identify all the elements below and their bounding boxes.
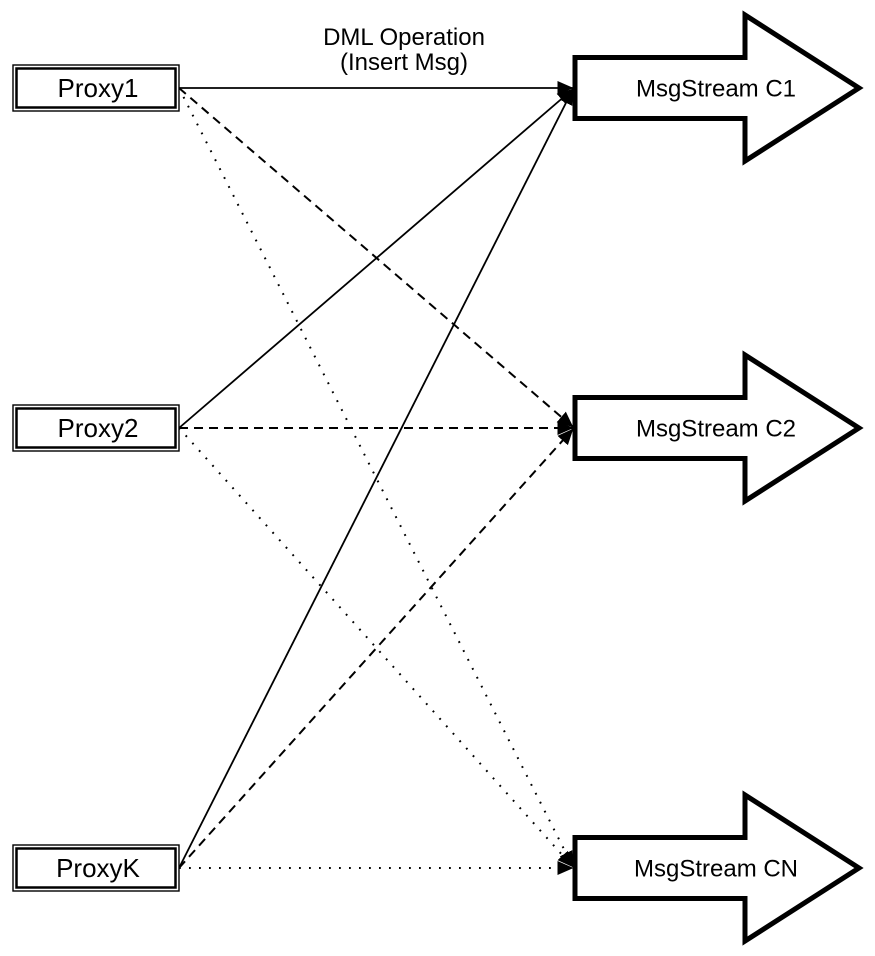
msgstream-c2-arrow-shape [572, 350, 864, 506]
edge-proxyk-to-c1-solid [178, 88, 574, 869]
dml-operation-annotation: DML Operation (Insert Msg) [323, 24, 485, 76]
proxy1-box-inner [15, 67, 177, 109]
edge-proxyk-to-c2-dashed [178, 428, 574, 869]
dml-operation-label-line2: (Insert Msg) [340, 49, 468, 76]
msgstream-cn-arrow-shape [572, 790, 864, 946]
dml-operation-label-line1: DML Operation [323, 24, 485, 51]
proxy2-box-inner [15, 407, 177, 449]
proxy1-label: Proxy1 [58, 73, 139, 103]
msgstream-cn-label: MsgStream CN [634, 856, 798, 883]
edge-proxy2-to-cn-dotted [178, 427, 574, 868]
proxy2-label: Proxy2 [58, 413, 139, 443]
proxyk-label: ProxyK [56, 853, 140, 883]
connector-edges [178, 81, 574, 875]
stream-shapes: MsgStream C1 MsgStream C2 MsgStream CN [572, 10, 864, 946]
msgstream-c1-label: MsgStream C1 [636, 76, 796, 103]
msgstream-c1-arrow-shape [572, 10, 864, 166]
proxy-boxes: Proxy1 Proxy2 ProxyK [12, 64, 180, 892]
edge-proxy2-to-c1-solid [178, 88, 574, 429]
msgstream-c2-label: MsgStream C2 [636, 416, 796, 443]
proxyk-box-inner [15, 847, 177, 889]
